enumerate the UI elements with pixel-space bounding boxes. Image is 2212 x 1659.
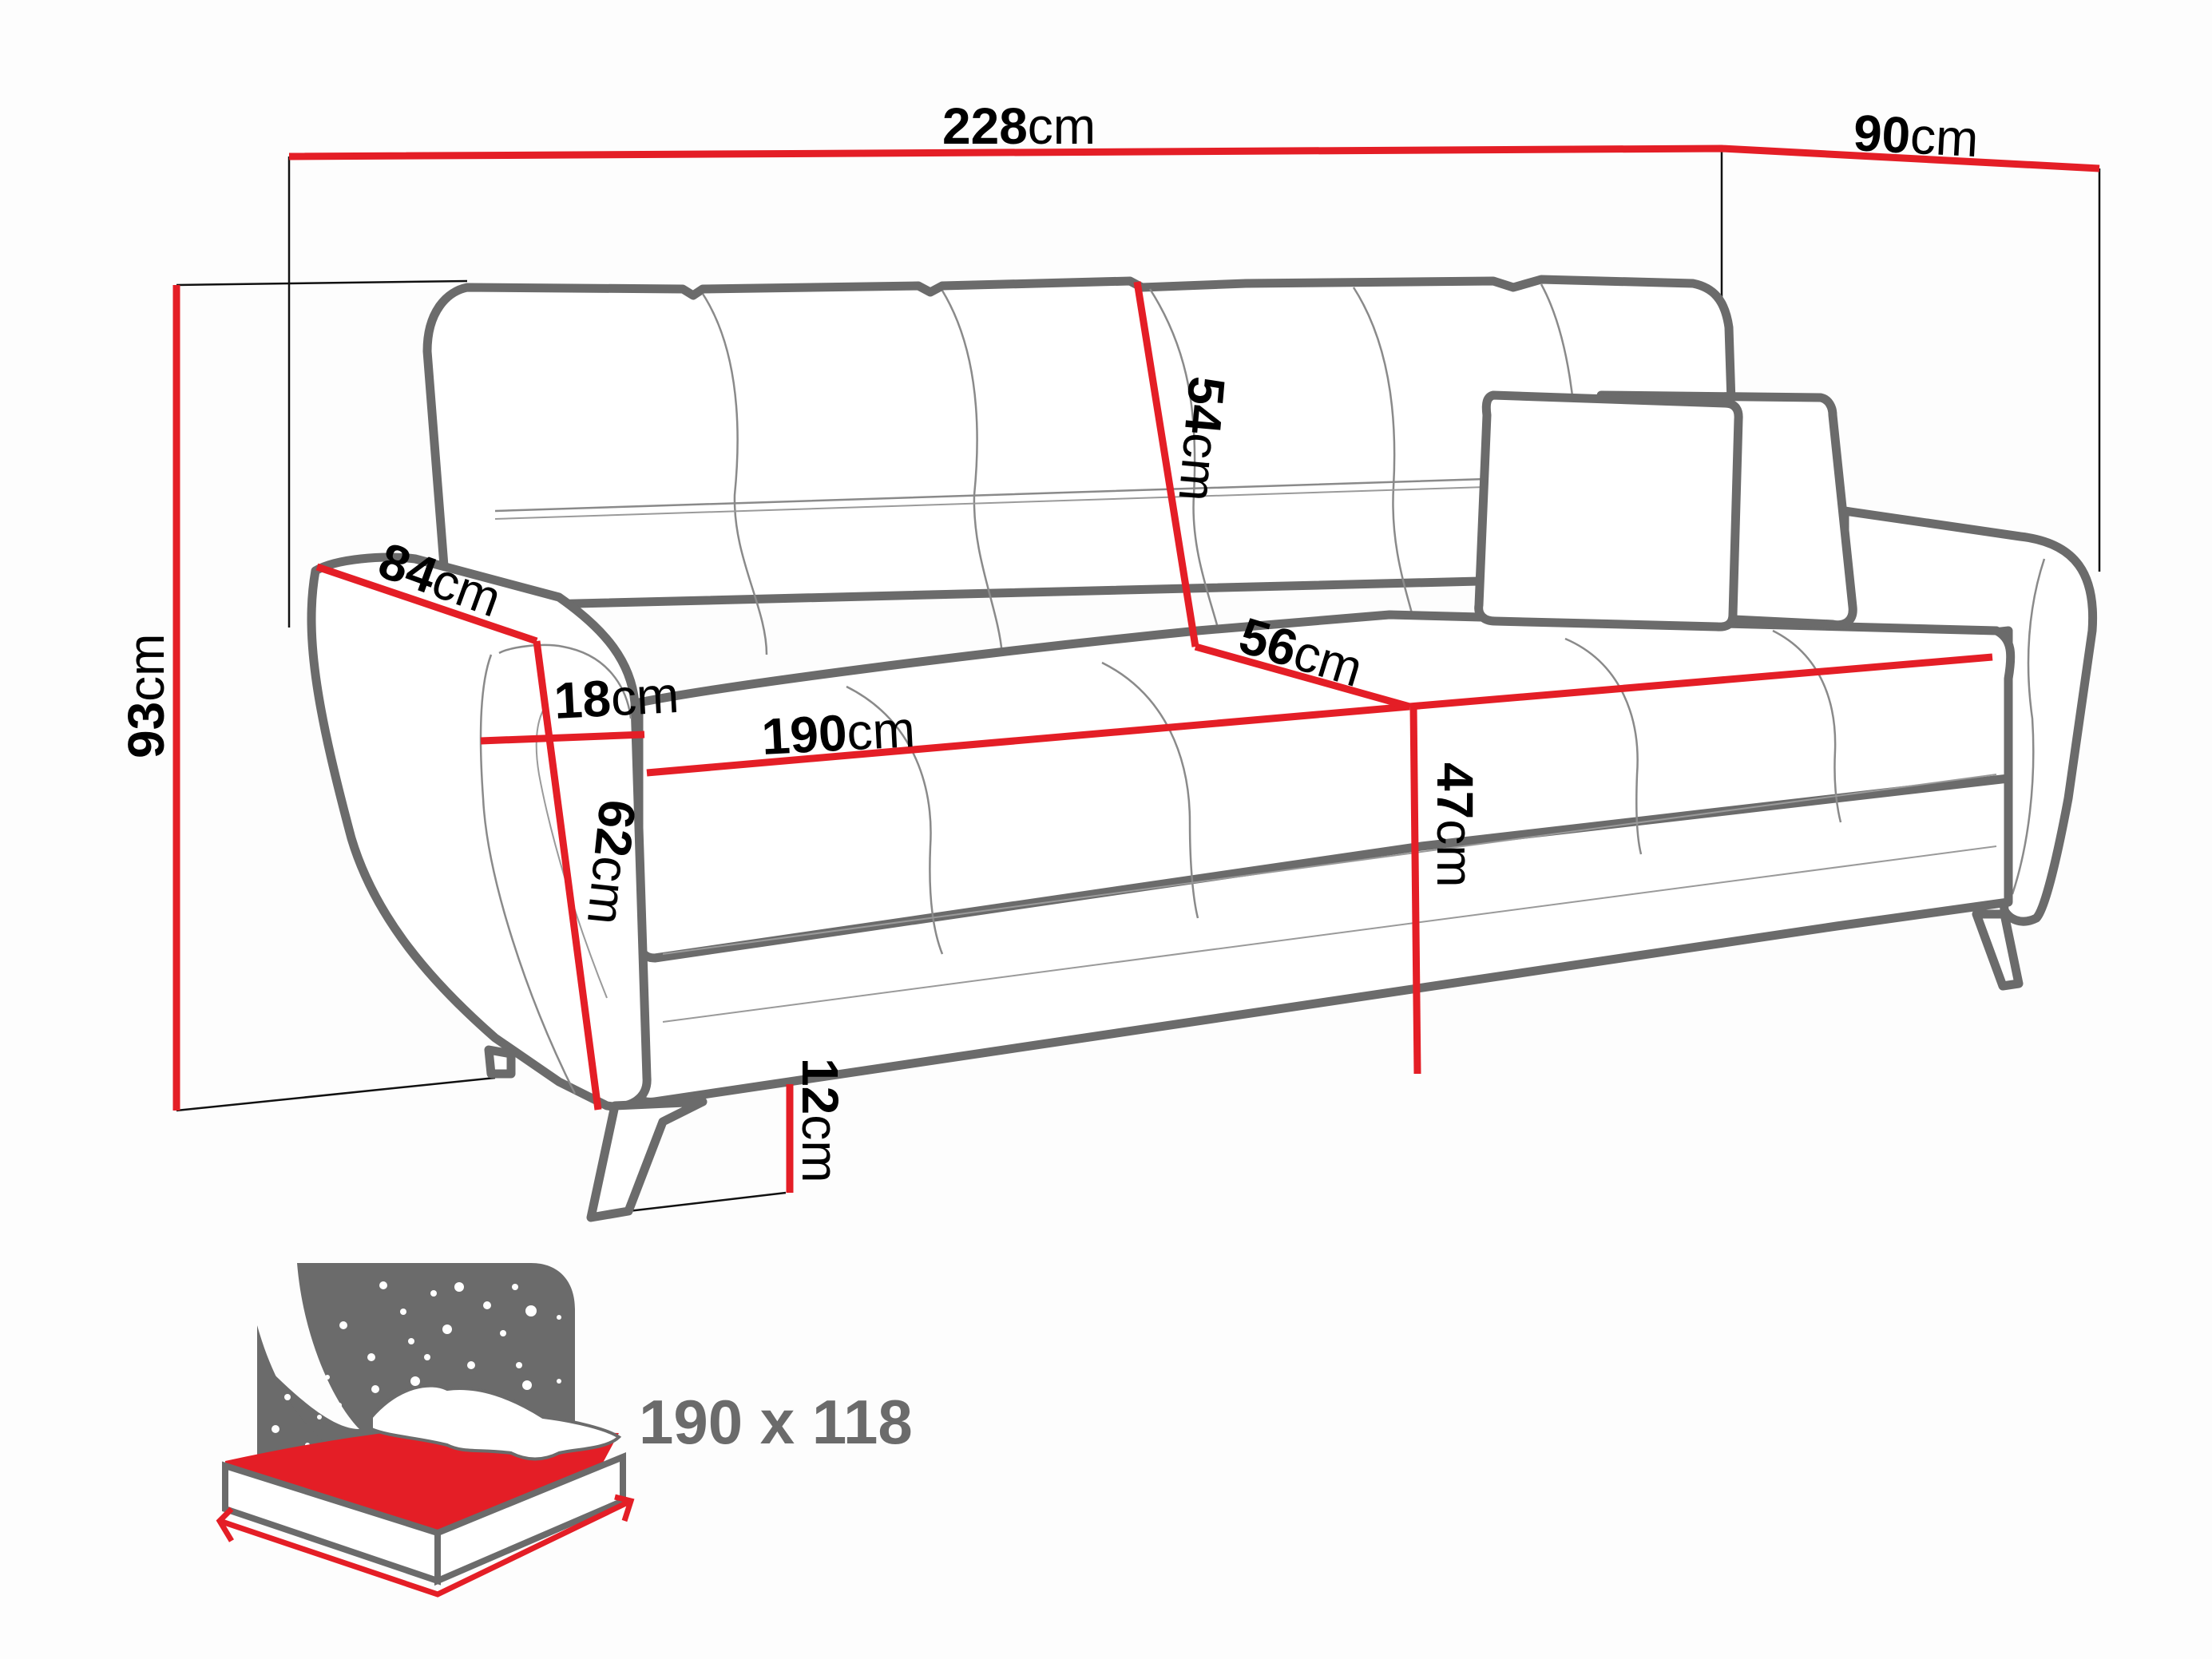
extension-lines xyxy=(176,148,2101,1213)
sofa-leg-back-left xyxy=(484,1045,516,1079)
dimension-lines xyxy=(172,145,2100,1193)
sleeping-area-size-label: 190 x 118 xyxy=(639,1387,913,1457)
dim-line-seat-width-right xyxy=(1409,653,1993,711)
pillow-front xyxy=(1474,390,1743,632)
label-seat-width: 190cm xyxy=(760,700,917,766)
label-armrest-width: 18cm xyxy=(553,666,680,730)
label-total-height: 93cm xyxy=(117,634,175,759)
label-total-depth: 90cm xyxy=(1852,104,1980,168)
sofa-drawing xyxy=(307,275,2098,1222)
bed-length-arrow xyxy=(218,1498,632,1598)
dim-line-armrest-width xyxy=(480,731,645,745)
bed-icon xyxy=(216,1263,635,1598)
dim-line-seat-depth xyxy=(1194,643,1411,711)
sofa-leg-front-left xyxy=(586,1097,708,1222)
dim-line-seat-width xyxy=(646,703,1410,777)
sofa-leg-front-right xyxy=(1972,909,2024,991)
dim-line-armrest-height xyxy=(533,640,602,1111)
dim-line-total-width-depth xyxy=(288,145,2100,172)
sofa-left-armrest xyxy=(307,552,652,1111)
dimension-labels: 228cm 90cm 93cm 84cm 18cm 190cm 54cm 56c… xyxy=(117,97,1980,1183)
label-leg-height: 12cm xyxy=(791,1058,849,1183)
sofa-backrest xyxy=(422,275,1742,612)
seat-tufting xyxy=(662,629,1997,1023)
label-armrest-height: 62cm xyxy=(577,798,647,928)
dim-line-backrest-height xyxy=(1133,281,1199,647)
bed-pillows xyxy=(370,1384,622,1461)
dim-line-seat-height xyxy=(1409,706,1421,1075)
label-total-width: 228cm xyxy=(942,97,1096,155)
dim-line-armrest-depth xyxy=(315,563,538,645)
stars xyxy=(272,1281,561,1447)
label-backrest-height: 54cm xyxy=(1167,374,1235,504)
label-seat-height: 47cm xyxy=(1426,762,1484,888)
sofa-seat-cushion xyxy=(634,610,2016,963)
